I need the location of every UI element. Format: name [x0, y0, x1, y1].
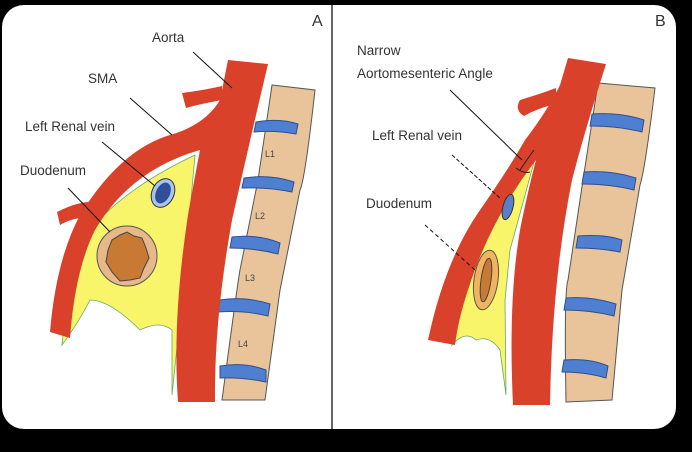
angle-arc	[515, 167, 531, 173]
label-sma: SMA	[88, 71, 117, 86]
branch-b	[517, 88, 556, 116]
panel-b-letter: B	[655, 13, 666, 30]
aorta-sma-a	[50, 60, 268, 402]
label-aortomesenteric-angle: Aortomesenteric Angle	[357, 66, 493, 81]
discs-b	[561, 113, 645, 379]
aorta-sma-b	[428, 58, 606, 405]
branch-a-left	[57, 201, 98, 225]
vertebra-label: L1	[265, 149, 275, 159]
label-duodenum-b: Duodenum	[366, 196, 432, 211]
branch-a	[182, 86, 222, 108]
disc	[253, 119, 299, 135]
disc	[229, 235, 281, 255]
leader-left-renal-vein-b	[451, 154, 501, 199]
disc	[561, 359, 609, 379]
disc	[575, 235, 623, 253]
disc	[217, 298, 271, 317]
duodenum-b-lumen	[479, 257, 493, 303]
label-left-renal-vein: Left Renal vein	[25, 119, 115, 134]
panel-a-letter: A	[312, 13, 323, 30]
panel-b: B Narrow Aortomesenteric Angle Left Rena…	[357, 13, 666, 405]
vertebra-label: L4	[238, 339, 248, 349]
leader-duodenum-b	[424, 224, 476, 271]
disc	[581, 171, 637, 191]
disc	[563, 297, 617, 317]
disc	[219, 364, 267, 383]
leader-narrow-angle	[449, 89, 523, 161]
leader-sma	[129, 97, 173, 136]
leader-left-renal-vein	[101, 141, 156, 187]
leader-duodenum	[67, 187, 111, 233]
disc	[589, 113, 645, 133]
disc	[241, 176, 295, 193]
label-duodenum: Duodenum	[20, 163, 86, 178]
discs-a	[217, 119, 299, 383]
vertebra-label: L2	[255, 211, 265, 221]
label-narrow: Narrow	[357, 43, 401, 58]
angle-arc	[519, 149, 535, 171]
vertebra-label: L3	[245, 273, 255, 283]
left-renal-vein-b	[501, 193, 515, 221]
panel-a: A L1 L2 L3 L4 Aorta SMA Left Renal vein	[20, 13, 323, 402]
label-aorta: Aorta	[152, 30, 185, 45]
left-renal-vein-a-lumen	[155, 182, 171, 204]
leader-aorta	[192, 51, 233, 89]
duodenum-a-lumen	[105, 231, 150, 282]
label-left-renal-vein-b: Left Renal vein	[372, 128, 462, 143]
